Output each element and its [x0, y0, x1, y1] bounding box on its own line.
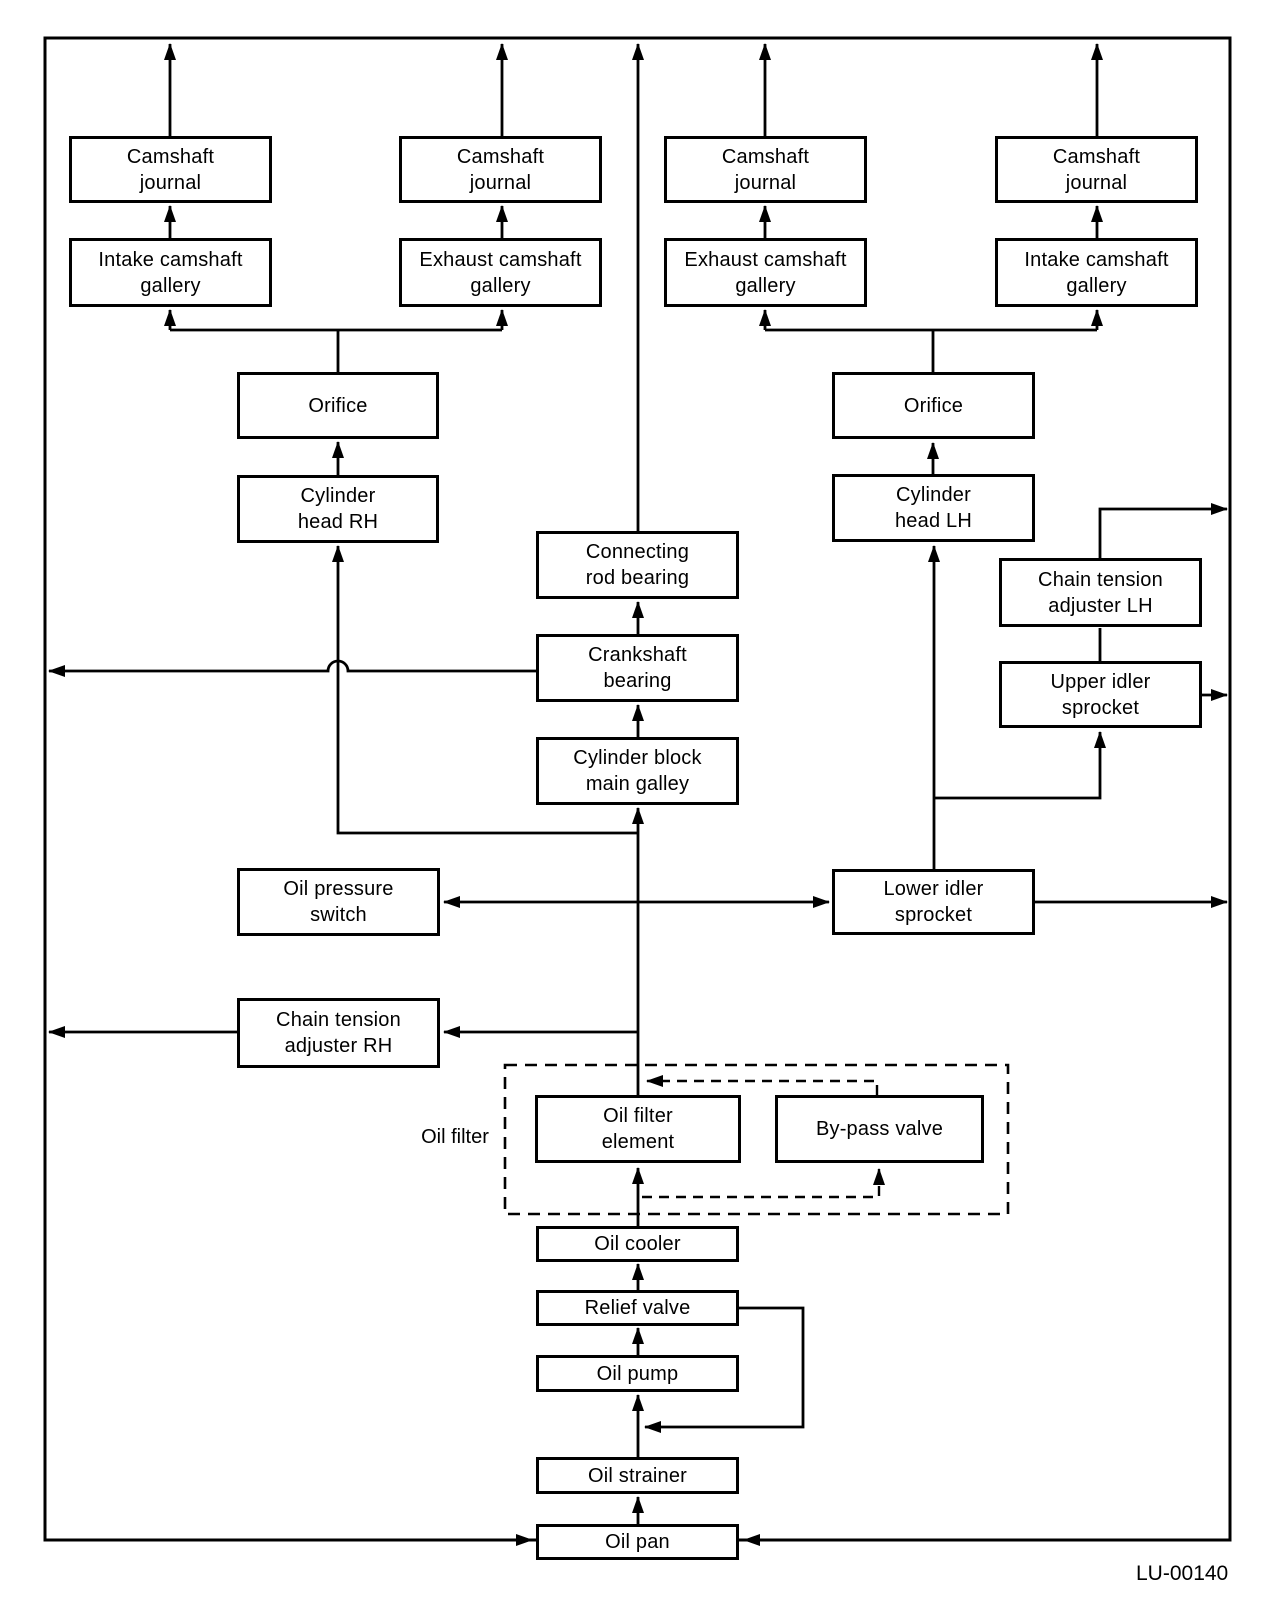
node-bypass-valve: By-pass valve [775, 1095, 984, 1163]
node-oil-cooler: Oil cooler [536, 1226, 739, 1262]
node-camshaft-journal-2: Camshaft journal [399, 136, 602, 203]
node-cylinder-head-lh: Cylinder head LH [832, 474, 1035, 542]
node-lower-idler-sprocket: Lower idler sprocket [832, 869, 1035, 935]
flow-connectors [48, 43, 1228, 1546]
split-rh [170, 328, 502, 372]
oil-filter-group-label: Oil filter [421, 1126, 489, 1148]
node-camshaft-journal-4: Camshaft journal [995, 136, 1198, 203]
node-oil-filter-element: Oil filter element [535, 1095, 741, 1163]
figure-code: LU-00140 [1136, 1562, 1229, 1585]
node-connecting-rod-bearing: Connecting rod bearing [536, 531, 739, 599]
node-orifice-lh: Orifice [832, 372, 1035, 439]
node-oil-pan: Oil pan [536, 1524, 739, 1560]
bypass-inlet-dashed [642, 1168, 885, 1199]
node-intake-camshaft-gallery-lh: Intake camshaft gallery [995, 238, 1198, 307]
node-orifice-rh: Orifice [237, 372, 439, 439]
node-chain-tension-adjuster-rh: Chain tension adjuster RH [237, 998, 440, 1068]
oil-filter-boundary [503, 1063, 1010, 1216]
node-chain-tension-adjuster-lh: Chain tension adjuster LH [999, 558, 1202, 627]
node-camshaft-journal-3: Camshaft journal [664, 136, 867, 203]
bypass-outlet-dashed [646, 1075, 879, 1095]
node-oil-pump: Oil pump [536, 1355, 739, 1392]
split-lh [765, 328, 1097, 372]
node-intake-camshaft-gallery-rh: Intake camshaft gallery [69, 238, 272, 307]
node-crankshaft-bearing: Crankshaft bearing [536, 634, 739, 702]
node-oil-strainer: Oil strainer [536, 1457, 739, 1494]
node-exhaust-camshaft-gallery-lh: Exhaust camshaft gallery [664, 238, 867, 307]
crankshaft-drain-line [48, 659, 536, 677]
galley-branch-to-head-rh [332, 545, 638, 835]
oil-filter-dashed-box [503, 1063, 1010, 1216]
node-camshaft-journal-1: Camshaft journal [69, 136, 272, 203]
node-exhaust-camshaft-gallery-rh: Exhaust camshaft gallery [399, 238, 602, 307]
node-relief-valve: Relief valve [536, 1290, 739, 1326]
branch-to-upper-idler [934, 731, 1106, 800]
node-cylinder-head-rh: Cylinder head RH [237, 475, 439, 543]
relief-valve-bypass [644, 1306, 805, 1433]
adjuster-lh-drain [1098, 503, 1228, 558]
node-upper-idler-sprocket: Upper idler sprocket [999, 661, 1202, 728]
node-oil-pressure-switch: Oil pressure switch [237, 868, 440, 936]
node-cylinder-block-main-galley: Cylinder block main galley [536, 737, 739, 805]
